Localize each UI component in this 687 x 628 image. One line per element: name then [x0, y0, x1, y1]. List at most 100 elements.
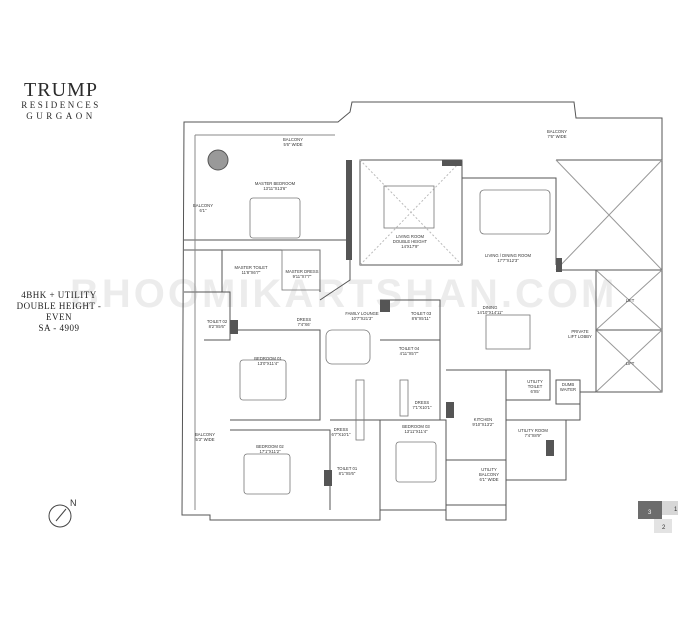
room-dim: 8'1"X5'6" [339, 471, 356, 476]
brand-sub2: GURGAON [26, 111, 96, 121]
bed-master-icon [249, 197, 301, 239]
room-label: DINING [483, 305, 498, 310]
room-dim: 6'X5' [530, 389, 539, 394]
room-note: DOUBLE HEIGHT [393, 239, 428, 244]
room-label: BEDROOM 02 [256, 444, 284, 449]
living-sofa-icon [383, 185, 435, 229]
room-label: FAMILY LOUNGE [345, 311, 379, 316]
dining-table-icon [485, 314, 531, 350]
column [446, 402, 454, 418]
room-label: MASTER BEDROOM [255, 181, 296, 186]
kitchen-outline [446, 369, 507, 461]
bed-03-icon [395, 441, 437, 483]
room-dim: 7'6" WIDE [547, 134, 566, 139]
room-label: LIVING / DINING ROOM [485, 253, 532, 258]
room-label: DUMB [562, 382, 575, 387]
wall [319, 240, 351, 301]
keyplan-label-2: 2 [662, 525, 666, 531]
north-compass-icon: N [48, 498, 77, 528]
brand-name: TRUMP [24, 79, 98, 101]
column [324, 470, 332, 486]
room-dim: 8'2"X5'6" [209, 324, 226, 329]
room-dim: 9'10"X13'2" [472, 422, 494, 427]
room-label: PRIVATE [571, 329, 589, 334]
planter-icon [207, 149, 229, 171]
unit-info: 4BHK + UTILITY DOUBLE HEIGHT - EVEN SA -… [4, 290, 114, 334]
bedroom-01-outline [230, 329, 321, 421]
room-dim: 13'0"X11'4" [257, 361, 279, 366]
room-label: UTILITY [527, 379, 543, 384]
room-dim: 4'11"X5'7" [400, 351, 419, 356]
brand-sub1: RESIDENCES [21, 100, 101, 110]
room-dim: 17'7"X12'3" [497, 258, 519, 263]
room-dim: 14'X17'9" [401, 244, 419, 249]
room-label: LIFT LOBBY [568, 334, 592, 339]
room-label: UTILITY [481, 467, 497, 472]
utility-toilet-outline [506, 369, 551, 401]
column [442, 160, 462, 166]
void-cross [555, 159, 663, 271]
lift-1-cross [595, 269, 663, 331]
outer-wall [181, 101, 663, 521]
room-dim: 5'6" WIDE [283, 142, 302, 147]
room-label: DRESS [415, 400, 430, 405]
room-dim: 8'6"X5'11" [412, 316, 431, 321]
column [346, 160, 352, 260]
room-dim: 7'4"X6' [298, 322, 311, 327]
keyplan-unit-1 [662, 501, 678, 515]
room-dim: 6'1" WIDE [479, 477, 498, 482]
room-label: TOILET 01 [337, 466, 358, 471]
column [230, 320, 238, 334]
room-label: LIFT [626, 298, 635, 303]
bed-02-icon [243, 453, 291, 495]
room-label: LIFT [626, 361, 635, 366]
column [380, 300, 390, 312]
room-dim: 9'11"X7'7" [293, 274, 312, 279]
keyplan-label-3: 3 [648, 510, 652, 516]
keyplan-unit-3 [638, 501, 662, 519]
keyplan-unit-2 [654, 519, 672, 533]
bed-01-icon [239, 359, 287, 401]
bedroom-03-outline [380, 419, 447, 510]
master-dress-shelves-icon [281, 249, 321, 291]
room-label: TOILET 02 [207, 319, 228, 324]
compass-label: N [70, 498, 77, 508]
living-room-outline [359, 159, 463, 266]
room-label: LIVING ROOM [396, 234, 424, 239]
lift-lobby-outline [556, 269, 597, 392]
room-label: MASTER TOILET [234, 265, 268, 270]
room-label: TOILET 04 [399, 346, 420, 351]
room-label: BALCONY [193, 203, 213, 208]
room-label: DRESS [297, 317, 312, 322]
room-label: BALCONY [547, 129, 567, 134]
room-label: WAITER [560, 387, 576, 392]
lift-2-cross [595, 329, 663, 393]
room-label: BEDROOM 03 [402, 424, 430, 429]
room-label: TOILET 03 [411, 311, 432, 316]
room-label: BALCONY [479, 472, 499, 477]
wall [184, 249, 223, 293]
dumb-waiter-outline [555, 379, 581, 405]
room-label: BALCONY [195, 432, 215, 437]
dress-shelves-icon [399, 379, 409, 417]
brand-logo: TRUMP RESIDENCES GURGAON [18, 80, 104, 122]
dress-shelves-icon [355, 379, 365, 441]
keyplan-label-1: 1 [674, 507, 678, 513]
room-label: TOILET [528, 384, 543, 389]
room-dim: 6'1" [200, 208, 207, 213]
room-dim: 5'3" WIDE [195, 437, 214, 442]
family-lounge-sofa-icon [325, 329, 371, 365]
room-dim: 13'11"X11'4" [404, 429, 428, 434]
toilet-outline [204, 291, 231, 341]
room-dim: 17'1"X11'2" [259, 449, 281, 454]
room-dim: 14'10"X14'11" [477, 310, 503, 315]
unit-height: DOUBLE HEIGHT - EVEN [16, 301, 102, 322]
unit-area: SA - 4909 [38, 323, 80, 333]
double-height-cross [359, 159, 463, 266]
room-dim: 7'1"X10'1" [412, 405, 432, 410]
room-label: BALCONY [283, 137, 303, 142]
room-label: KITCHEN [474, 417, 492, 422]
room-dim: 6'7"X10'1" [331, 432, 351, 437]
living-dining-sofa-icon [479, 189, 551, 235]
